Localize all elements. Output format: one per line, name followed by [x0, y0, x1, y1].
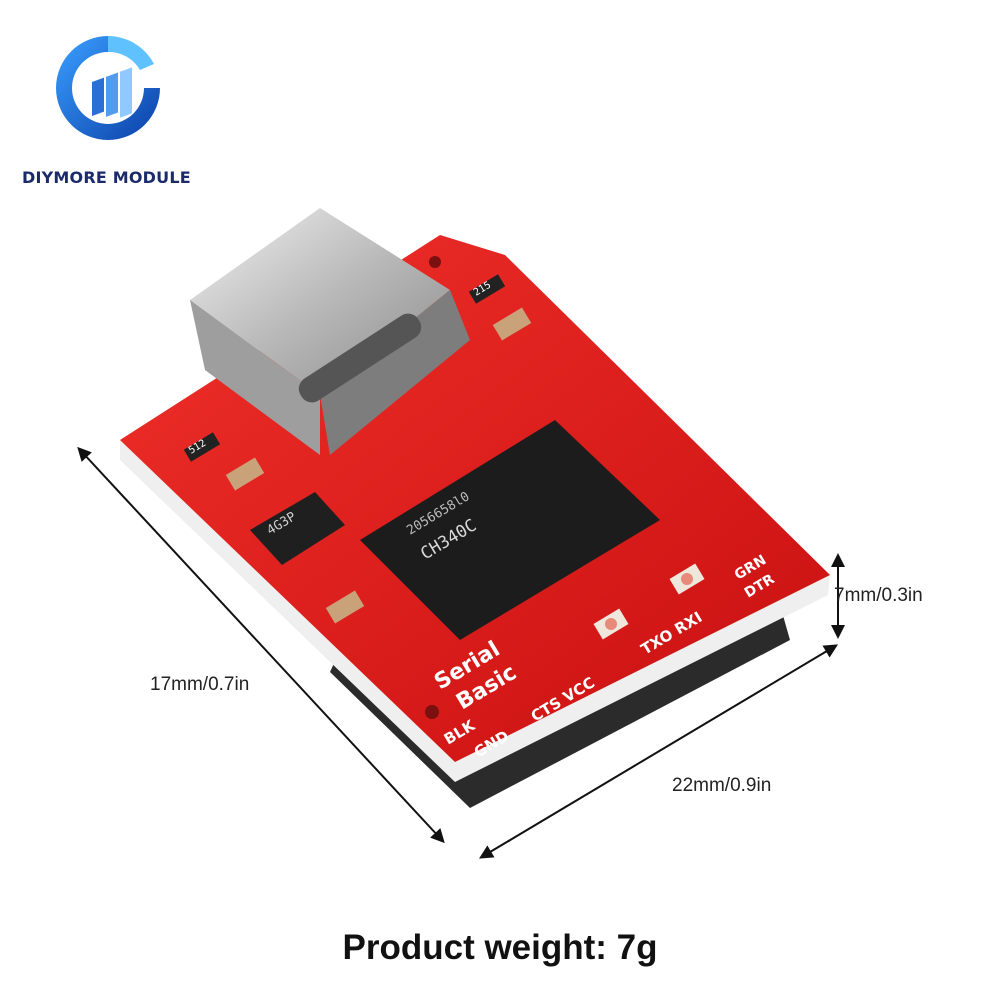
- brand-logo: [56, 36, 160, 140]
- mounting-hole: [425, 705, 439, 719]
- capacitor: [492, 307, 532, 341]
- product-weight-label: Product weight: 7g: [342, 928, 658, 967]
- dimension-height-label: 7mm/0.3in: [834, 585, 923, 606]
- mounting-hole: [429, 256, 441, 268]
- led-indicator: [669, 563, 705, 595]
- dimension-arrow-width: [478, 644, 839, 859]
- usb-c-connector: [190, 208, 470, 455]
- brand-name: DIYMORE MODULE: [22, 168, 191, 187]
- dimension-width-label: 22mm/0.9in: [672, 775, 772, 796]
- dimension-length-label: 17mm/0.7in: [150, 674, 250, 695]
- led-indicator: [593, 608, 629, 640]
- resistor-215: [468, 274, 506, 304]
- dimension-arrow-length: [77, 446, 445, 844]
